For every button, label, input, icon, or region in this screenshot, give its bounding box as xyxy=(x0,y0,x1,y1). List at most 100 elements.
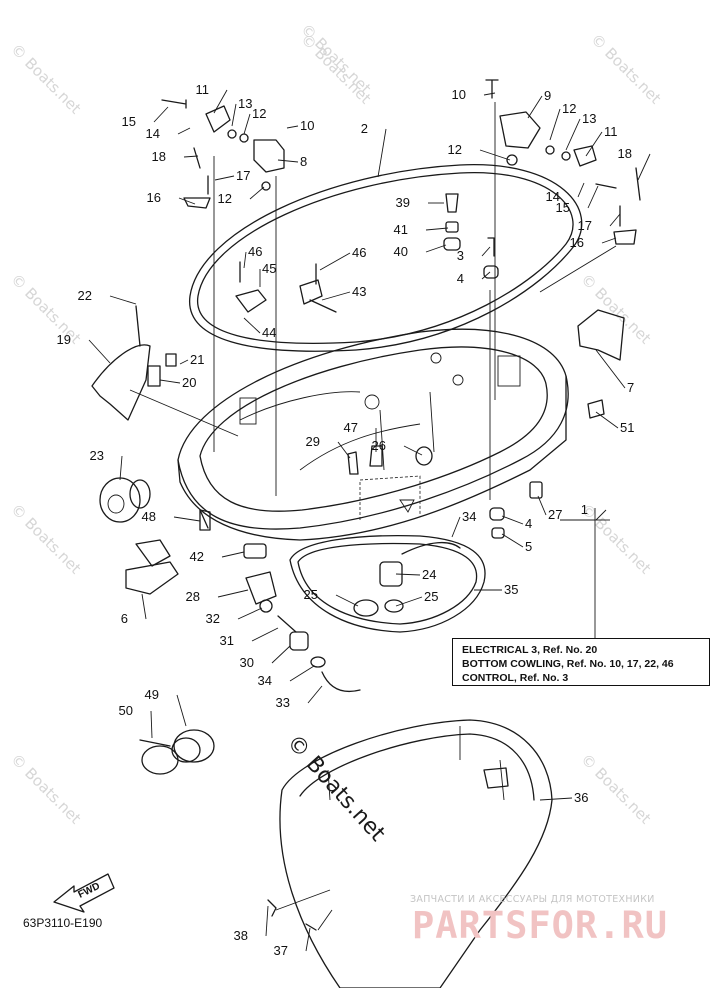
callout-11: 11 xyxy=(196,82,228,114)
callout-30: 30 xyxy=(240,645,291,670)
top-cowling-seal xyxy=(189,164,583,352)
callout-42: 42 xyxy=(190,549,245,564)
callout-leader xyxy=(395,573,421,576)
callout-leader xyxy=(337,441,351,459)
callout-leader xyxy=(150,710,153,739)
callout-leader xyxy=(176,694,187,727)
callout-number: 16 xyxy=(147,190,161,205)
catalog-code: 63P3110-E190 xyxy=(23,916,103,930)
callout-46: 46 xyxy=(243,244,262,269)
callout-17: 17 xyxy=(578,213,621,233)
callout-1: 1 xyxy=(581,502,607,521)
callout-14: 14 xyxy=(546,182,585,204)
callout-number: 26 xyxy=(372,438,386,453)
callout-45: 45 xyxy=(259,261,276,287)
watermark-tile: © Boats.net xyxy=(7,500,85,578)
callout-21: 21 xyxy=(179,352,204,367)
small-parts-bottom xyxy=(199,445,543,539)
callout-number: 31 xyxy=(220,633,234,648)
callout-leader xyxy=(321,291,351,301)
callout-9: 9 xyxy=(527,88,551,119)
callout-number: 33 xyxy=(276,695,290,710)
callout-26: 26 xyxy=(372,438,423,456)
callout-number: 2 xyxy=(361,121,368,136)
reference-note-box: ELECTRICAL 3, Ref. No. 20 BOTTOM COWLING… xyxy=(452,638,710,686)
callout-44: 44 xyxy=(243,317,276,340)
callout-39: 39 xyxy=(396,195,444,210)
callout-leader xyxy=(305,927,311,952)
callout-leader xyxy=(307,685,323,704)
watermark-tile: © Boats.net xyxy=(297,20,375,98)
callout-number: 35 xyxy=(504,582,518,597)
callout-number: 4 xyxy=(457,271,464,286)
callout-leader xyxy=(425,227,449,231)
callout-number: 16 xyxy=(570,235,584,250)
callout-leader xyxy=(159,379,181,384)
callout-43: 43 xyxy=(321,284,366,301)
callout-11: 11 xyxy=(585,124,618,157)
callout-3: 3 xyxy=(457,246,491,263)
callout-leader xyxy=(637,153,651,181)
callout-51: 51 xyxy=(595,411,634,435)
callout-number: 22 xyxy=(78,288,92,303)
callout-12: 12 xyxy=(218,186,265,206)
callout-leader xyxy=(395,596,423,607)
watermark-tile: © Boats.net xyxy=(587,30,665,108)
callout-34: 34 xyxy=(258,665,315,688)
callout-leader xyxy=(537,495,547,516)
forward-label: FWD xyxy=(76,881,101,901)
callout-number: 32 xyxy=(206,611,220,626)
callout-number: 39 xyxy=(396,195,410,210)
callout-40: 40 xyxy=(394,244,447,259)
callout-leader xyxy=(481,246,491,257)
right-bracket-7 xyxy=(577,309,625,419)
callout-27: 27 xyxy=(537,495,562,522)
callout-number: 8 xyxy=(300,154,307,169)
callout-35: 35 xyxy=(474,582,518,597)
callout-number: 9 xyxy=(544,88,551,103)
callout-33: 33 xyxy=(276,685,323,710)
callout-28: 28 xyxy=(186,589,249,604)
callout-number: 1 xyxy=(581,502,588,517)
callout-15: 15 xyxy=(122,106,169,129)
callout-number: 25 xyxy=(304,587,318,602)
watermark-tile: © Boats.net xyxy=(577,750,655,828)
brand-logo: PARTSFOR.RU xyxy=(412,904,669,947)
bracket-right xyxy=(485,79,641,245)
callout-15: 15 xyxy=(556,185,599,215)
callout-4: 4 xyxy=(457,271,491,286)
fittings-center xyxy=(235,193,499,313)
callout-number: 37 xyxy=(274,943,288,958)
callout-leader xyxy=(243,317,261,334)
callout-leader xyxy=(585,131,603,157)
callout-leader xyxy=(483,92,496,96)
watermark-tile: © Boats.net xyxy=(7,40,85,118)
callout-number: 4 xyxy=(525,516,532,531)
callout-number: 34 xyxy=(462,509,476,524)
callout-leader xyxy=(183,155,199,158)
callout-number: 11 xyxy=(196,82,210,97)
callout-number: 13 xyxy=(238,96,252,111)
watermark-tile: © Boats.net xyxy=(7,270,85,348)
callout-number: 45 xyxy=(262,261,276,276)
callout-32: 32 xyxy=(206,607,263,626)
callout-number: 3 xyxy=(457,248,464,263)
callout-number: 6 xyxy=(121,611,128,626)
callout-29: 29 xyxy=(306,434,351,459)
callout-number: 23 xyxy=(90,448,104,463)
note-line-bottom-cowling: BOTTOM COWLING, Ref. No. 10, 17, 22, 46 xyxy=(462,658,674,670)
left-bracket-19 xyxy=(91,305,177,421)
callout-number: 43 xyxy=(352,284,366,299)
callout-12: 12 xyxy=(549,101,576,141)
callout-number: 18 xyxy=(618,146,632,161)
callout-number: 28 xyxy=(186,589,200,604)
callout-number: 30 xyxy=(240,655,254,670)
callout-number: 17 xyxy=(236,168,250,183)
callout-number: 41 xyxy=(394,222,408,237)
callout-number: 11 xyxy=(604,124,618,139)
callout-46: 46 xyxy=(319,245,366,271)
callout-31: 31 xyxy=(220,627,279,648)
callout-number: 12 xyxy=(252,106,266,121)
callout-leader xyxy=(221,551,245,558)
callout-leader xyxy=(217,589,249,598)
